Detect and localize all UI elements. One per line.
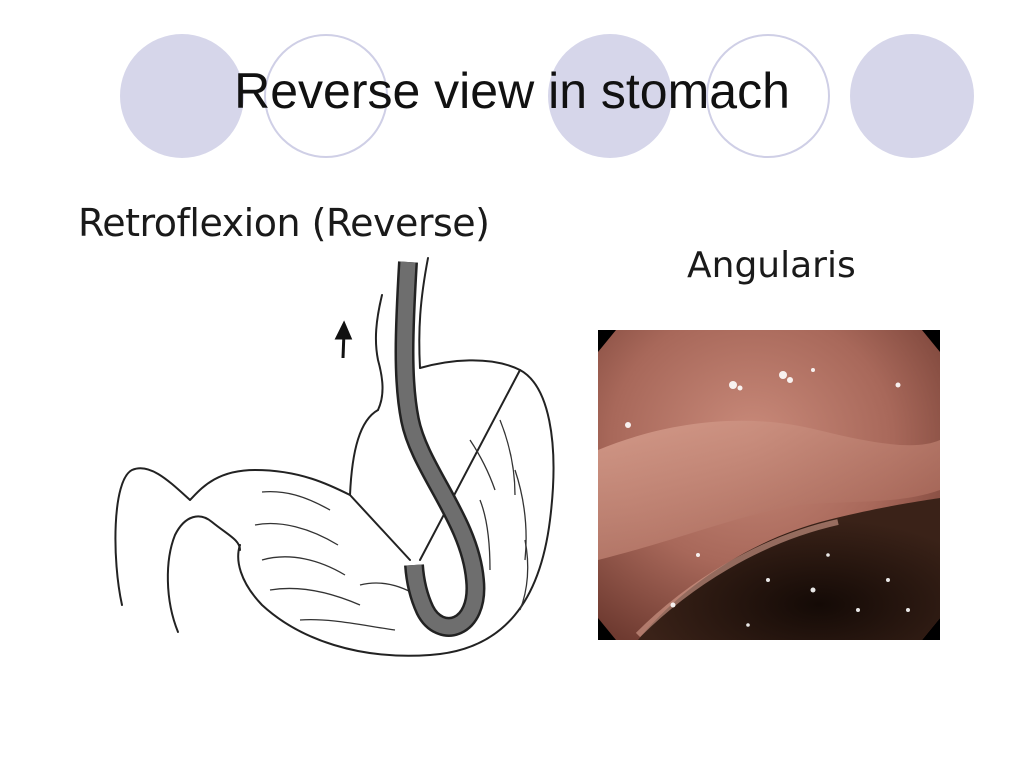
esophagus-right-wall <box>418 257 429 369</box>
greater-curvature <box>237 359 555 657</box>
stomach-outline <box>114 409 379 606</box>
duodenum-inner <box>166 515 241 633</box>
angularis-endoscopy-image <box>598 330 940 640</box>
decor-circle-2 <box>264 34 388 158</box>
fold-line-2 <box>419 369 521 561</box>
up-arrow-icon <box>334 320 353 359</box>
retroflexion-diagram <box>114 257 555 657</box>
slide-title: Reverse view in stomach <box>234 63 790 119</box>
esophagus-left-wall <box>374 294 384 411</box>
fold-line-1 <box>349 494 411 561</box>
diagram-label: Retroflexion (Reverse) <box>78 201 490 245</box>
decor-circle-3 <box>548 34 672 158</box>
decor-circle-1 <box>120 34 244 158</box>
photo-label: Angularis <box>687 245 856 286</box>
decor-circle-4 <box>706 34 830 158</box>
endoscope-shaft <box>397 261 483 635</box>
decor-circle-5 <box>850 34 974 158</box>
